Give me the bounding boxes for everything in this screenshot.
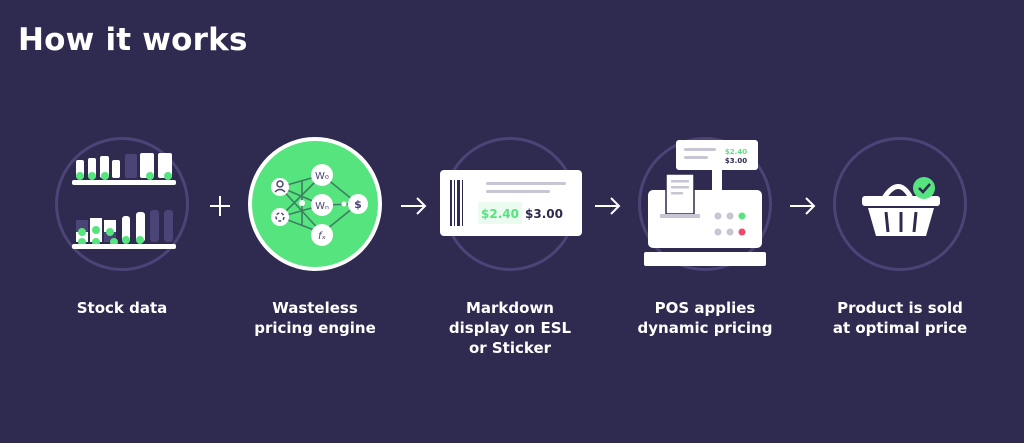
arrow-right-icon: [595, 197, 621, 215]
esl-old-price: $2.40: [481, 207, 519, 221]
step-sold-circle: [833, 137, 967, 271]
engine-node-w0: W₀: [315, 171, 329, 182]
esl-new-price: $3.00: [525, 207, 563, 221]
engine-node-dollar: $: [354, 198, 362, 211]
pos-screen-price-1: $2.40: [725, 148, 747, 156]
shopping-basket-check-icon: [862, 177, 940, 236]
step-esl-caption: Markdown display on ESL or Sticker: [448, 299, 572, 357]
plus-icon: [210, 196, 230, 216]
arrow-right-icon: [401, 197, 427, 215]
step-stock-data-circle: [55, 137, 189, 271]
arrow-right-icon: [790, 197, 816, 215]
engine-node-fx: fₓ: [318, 231, 327, 242]
page-title: How it works: [18, 22, 248, 58]
pos-screen-price-2: $3.00: [725, 157, 747, 165]
step-stock-data-caption: Stock data: [76, 299, 168, 317]
pricing-engine-network-icon: W₀ Wₙ fₓ $: [271, 164, 368, 246]
esl-label-icon: $2.40 $3.00: [440, 170, 582, 236]
engine-node-wn: Wₙ: [315, 201, 329, 212]
step-pricing-engine-caption: Wasteless pricing engine: [254, 299, 376, 337]
step-pos-caption: POS applies dynamic pricing: [637, 299, 773, 337]
step-pos-circle: [638, 137, 772, 271]
pos-register-icon: $2.40 $3.00: [644, 140, 766, 266]
step-sold-caption: Product is sold at optimal price: [832, 299, 968, 337]
stock-shelves-icon: [72, 153, 176, 249]
